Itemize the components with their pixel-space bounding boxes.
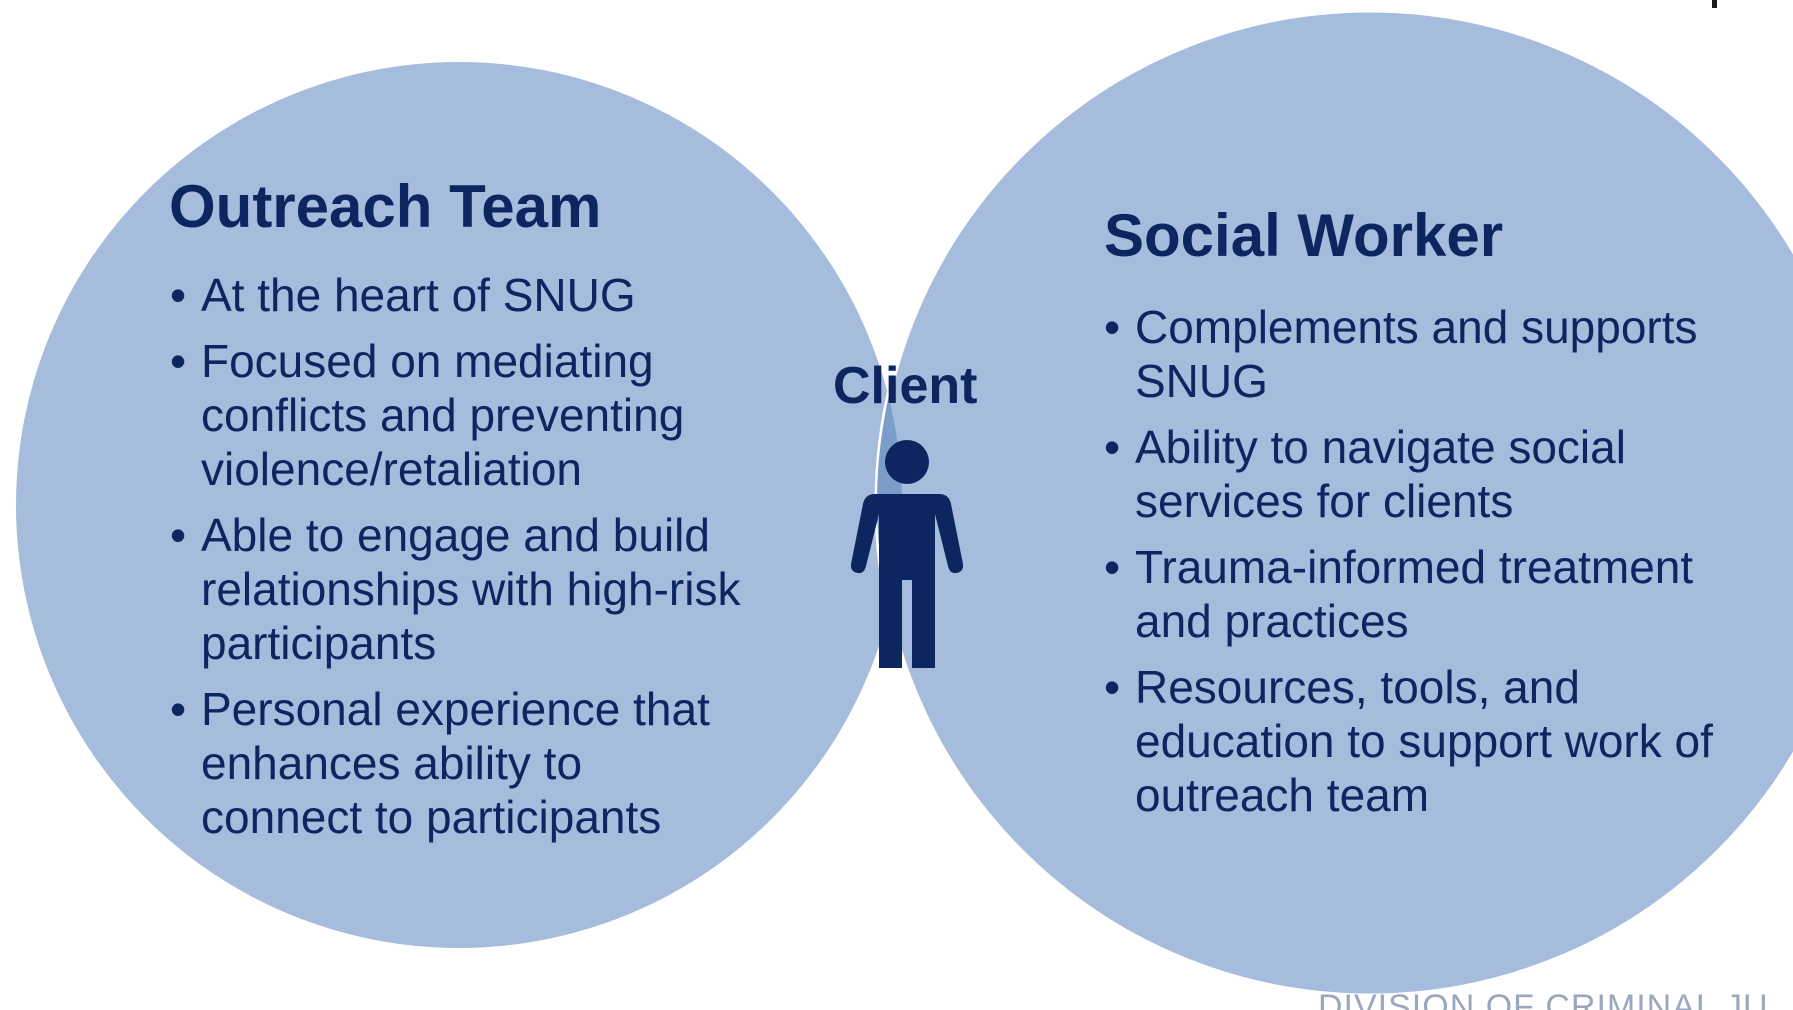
list-item: Ability to navigate social services for …	[1102, 420, 1722, 528]
list-item: At the heart of SNUG	[168, 268, 748, 322]
list-item: Personal experience that enhances abilit…	[168, 682, 748, 844]
corner-mark	[1712, 0, 1717, 8]
client-label: Client	[833, 357, 978, 415]
footer-text: DIVISION OF CRIMINAL JU	[1318, 988, 1769, 1010]
list-item: Able to engage and build relationships w…	[168, 508, 748, 670]
social-worker-title: Social Worker	[1104, 202, 1504, 269]
outreach-team-points: At the heart of SNUG Focused on mediatin…	[168, 268, 748, 856]
list-item: Resources, tools, and education to suppo…	[1102, 660, 1722, 822]
person-icon	[851, 440, 963, 668]
social-worker-points: Complements and supports SNUG Ability to…	[1102, 300, 1722, 834]
list-item: Focused on mediating conflicts and preve…	[168, 334, 748, 496]
outreach-team-title: Outreach Team	[169, 173, 602, 240]
list-item: Complements and supports SNUG	[1102, 300, 1722, 408]
list-item: Trauma-informed treatment and practices	[1102, 540, 1722, 648]
